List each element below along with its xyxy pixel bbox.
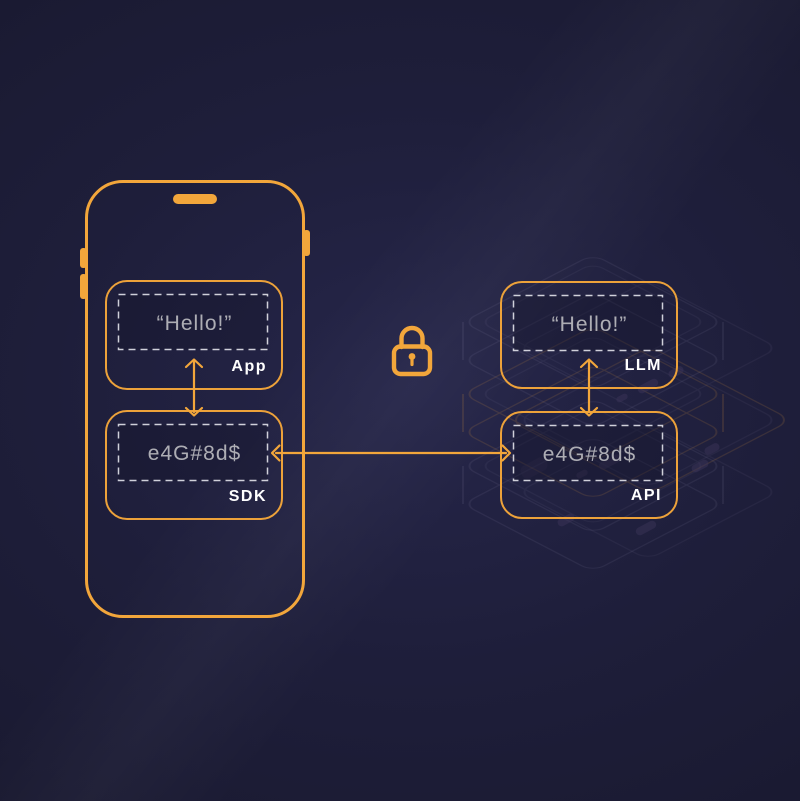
phone-volume-up-button [80,248,87,268]
phone-volume-down-button [80,274,87,299]
phone-speaker-notch [173,194,217,204]
phone-power-button [303,230,310,256]
app-box: “Hello!” App [105,280,283,390]
app-box-label: App [231,358,267,375]
api-box-label: API [630,487,662,504]
llm-box-label: LLM [624,357,662,374]
sdk-box: e4G#8d$ SDK [105,410,283,520]
smartphone-outline-icon [85,180,305,618]
llm-box: “Hello!” LLM [500,281,678,389]
api-box-message: e4G#8d$ [542,442,637,466]
api-box: e4G#8d$ API [500,411,678,519]
sdk-box-message: e4G#8d$ [147,441,242,465]
app-box-message: “Hello!” [156,311,233,335]
llm-box-message: “Hello!” [551,312,628,336]
sdk-box-label: SDK [228,488,267,505]
